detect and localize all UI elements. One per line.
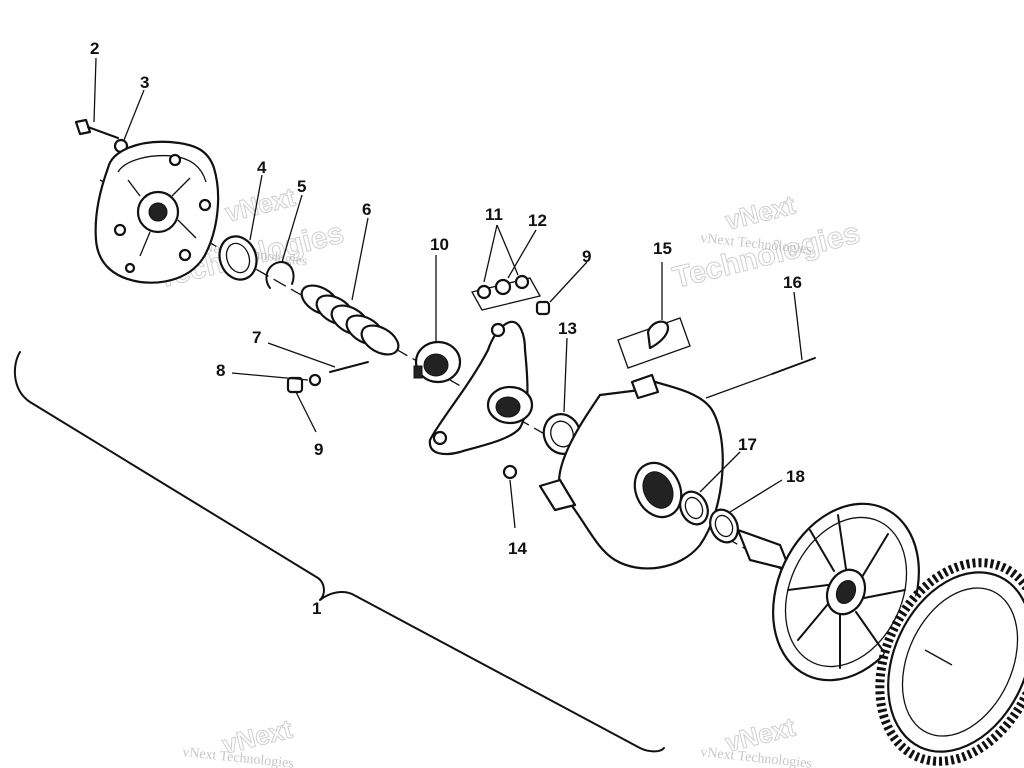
- assembly-bracket: [13, 351, 665, 753]
- pin-part: [771, 357, 816, 375]
- callout-16: 16: [783, 273, 802, 292]
- washer-part: [494, 278, 512, 296]
- callout-14: 14: [508, 539, 527, 558]
- clip-part: [646, 320, 670, 350]
- cover-plate-part: [94, 140, 220, 284]
- callout-6: 6: [362, 200, 371, 219]
- bolt-part: [74, 118, 129, 154]
- callout-18: 18: [786, 467, 805, 486]
- spider-arm-part: [428, 320, 534, 456]
- cap-part: [286, 376, 304, 394]
- ring-gear-part: [875, 558, 1024, 766]
- callout-10: 10: [430, 235, 449, 254]
- callout-15: 15: [653, 239, 672, 258]
- nut-part: [476, 284, 492, 300]
- callout-12: 12: [528, 211, 547, 230]
- fixed-sheave-part: [736, 502, 920, 682]
- callout-11: 11: [485, 205, 503, 224]
- leader-lines: [93, 57, 803, 529]
- watermark-logo-technologies: Technologies: [670, 217, 863, 295]
- pin-part: [308, 361, 369, 387]
- spring-part: [300, 284, 400, 356]
- washer-part: [514, 274, 530, 290]
- callout-13: 13: [558, 319, 577, 338]
- callout-3: 3: [140, 73, 149, 92]
- watermark-logo-vnext: vNext: [222, 181, 298, 227]
- callout-9: 9: [314, 440, 323, 459]
- callout-2: 2: [90, 39, 99, 58]
- callout-9: 9: [582, 247, 591, 266]
- callout-1: 1: [312, 599, 321, 618]
- pin-part: [502, 464, 518, 480]
- callout-labels: 1 2 3 4 5 6 7 8 9 9 10 11 12 13 14 15 16…: [90, 39, 805, 618]
- clip-part: [265, 261, 295, 289]
- hardware-box: [471, 277, 541, 311]
- movable-sheave-part: [538, 373, 724, 570]
- roller-part: [413, 340, 462, 384]
- callout-5: 5: [297, 177, 306, 196]
- callout-17: 17: [738, 435, 757, 454]
- callout-7: 7: [252, 328, 261, 347]
- callout-4: 4: [257, 158, 267, 177]
- callout-8: 8: [216, 361, 225, 380]
- cap-part: [535, 300, 551, 316]
- watermark-logo-vnext: vNext: [722, 189, 798, 235]
